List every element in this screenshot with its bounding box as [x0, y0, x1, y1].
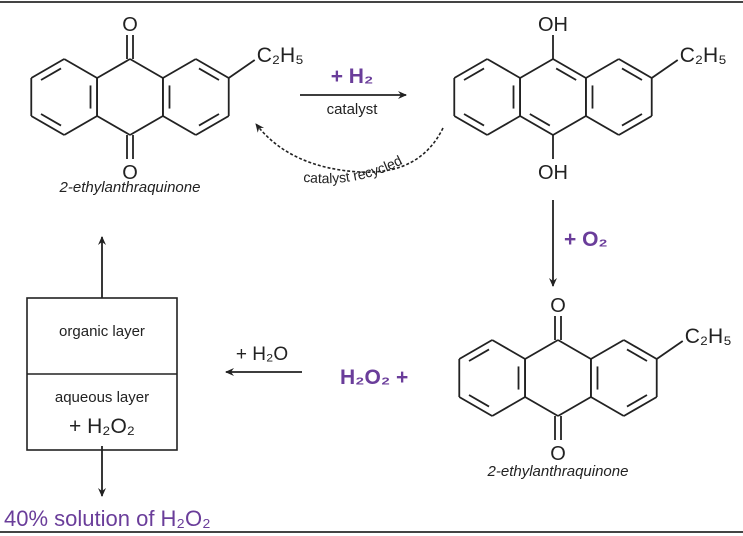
bond: [96, 115, 131, 136]
ethyl-bond: [651, 59, 679, 79]
bond: [552, 58, 587, 79]
bond: [585, 58, 620, 79]
bond: [590, 396, 625, 417]
ethyl-substituent-label: C₂H₅: [257, 44, 304, 67]
bond: [524, 396, 559, 417]
bottom-atom-label: O: [550, 443, 566, 465]
bond: [96, 58, 131, 79]
bond: [162, 115, 197, 136]
bond: [557, 339, 592, 360]
bond: [623, 339, 658, 360]
reactant-label: 2-ethylanthraquinone: [59, 179, 201, 196]
double-bond: [555, 67, 577, 81]
bond: [623, 396, 658, 417]
bond: [63, 58, 98, 79]
bond: [453, 58, 488, 79]
product-molecule: O O C₂H₅: [458, 295, 732, 465]
bond: [63, 115, 98, 136]
bond: [585, 115, 620, 136]
bond: [519, 115, 554, 136]
double-bond: [198, 67, 220, 81]
bond: [618, 58, 653, 79]
double-bond: [198, 113, 220, 127]
bond: [557, 396, 592, 417]
bond: [458, 339, 493, 360]
bond: [491, 396, 526, 417]
bond: [519, 58, 554, 79]
bond: [486, 115, 521, 136]
catalyst-recycle-arrow: [255, 123, 444, 173]
double-bond: [468, 348, 490, 362]
organic-layer-label: organic layer: [59, 323, 145, 340]
double-bond: [529, 113, 551, 127]
bottom-atom-label: OH: [538, 162, 568, 184]
hydrogen-reagent: + H₂: [331, 65, 374, 88]
bond: [30, 58, 65, 79]
aqueous-layer-label: aqueous layer: [55, 389, 149, 406]
aqueous-h2o2-label: + H₂O₂: [69, 415, 135, 438]
double-bond: [468, 394, 490, 408]
bond: [491, 339, 526, 360]
double-bond: [621, 67, 643, 81]
bond: [618, 115, 653, 136]
h2o2-byproduct: H₂O₂ +: [340, 366, 408, 389]
output-label: 40% solution of H₂O₂: [4, 506, 211, 531]
ethyl-bond: [228, 59, 256, 79]
water-reagent: + H₂O: [236, 344, 288, 365]
ethyl-bond: [656, 340, 684, 360]
catalyst-recycled-label: catalyst recycled: [303, 152, 405, 186]
double-bond: [40, 113, 62, 127]
bond: [162, 58, 197, 79]
bond: [129, 115, 164, 136]
bond: [195, 58, 230, 79]
catalyst-recycled-text: catalyst recycled: [303, 152, 405, 186]
ethyl-substituent-label: C₂H₅: [685, 325, 732, 348]
bond: [453, 115, 488, 136]
ethyl-substituent-label: C₂H₅: [680, 44, 727, 67]
top-atom-label: OH: [538, 14, 568, 36]
top-atom-label: O: [550, 295, 566, 317]
bottom-atom-label: O: [122, 162, 138, 184]
bond: [458, 396, 493, 417]
double-bond: [626, 348, 648, 362]
oxygen-reagent: + O₂: [564, 228, 608, 251]
bond: [30, 115, 65, 136]
top-atom-label: O: [122, 14, 138, 36]
double-bond: [621, 113, 643, 127]
bond: [590, 339, 625, 360]
reactant-molecule: O O C₂H₅: [30, 14, 304, 184]
bond: [195, 115, 230, 136]
double-bond: [626, 394, 648, 408]
double-bond: [40, 67, 62, 81]
bond: [552, 115, 587, 136]
catalyst-label: catalyst: [327, 101, 379, 118]
hydroquinone-molecule: OH OH C₂H₅: [453, 14, 727, 184]
bond: [129, 58, 164, 79]
product-label: 2-ethylanthraquinone: [487, 463, 629, 480]
double-bond: [463, 67, 485, 81]
bond: [486, 58, 521, 79]
double-bond: [463, 113, 485, 127]
bond: [524, 339, 559, 360]
